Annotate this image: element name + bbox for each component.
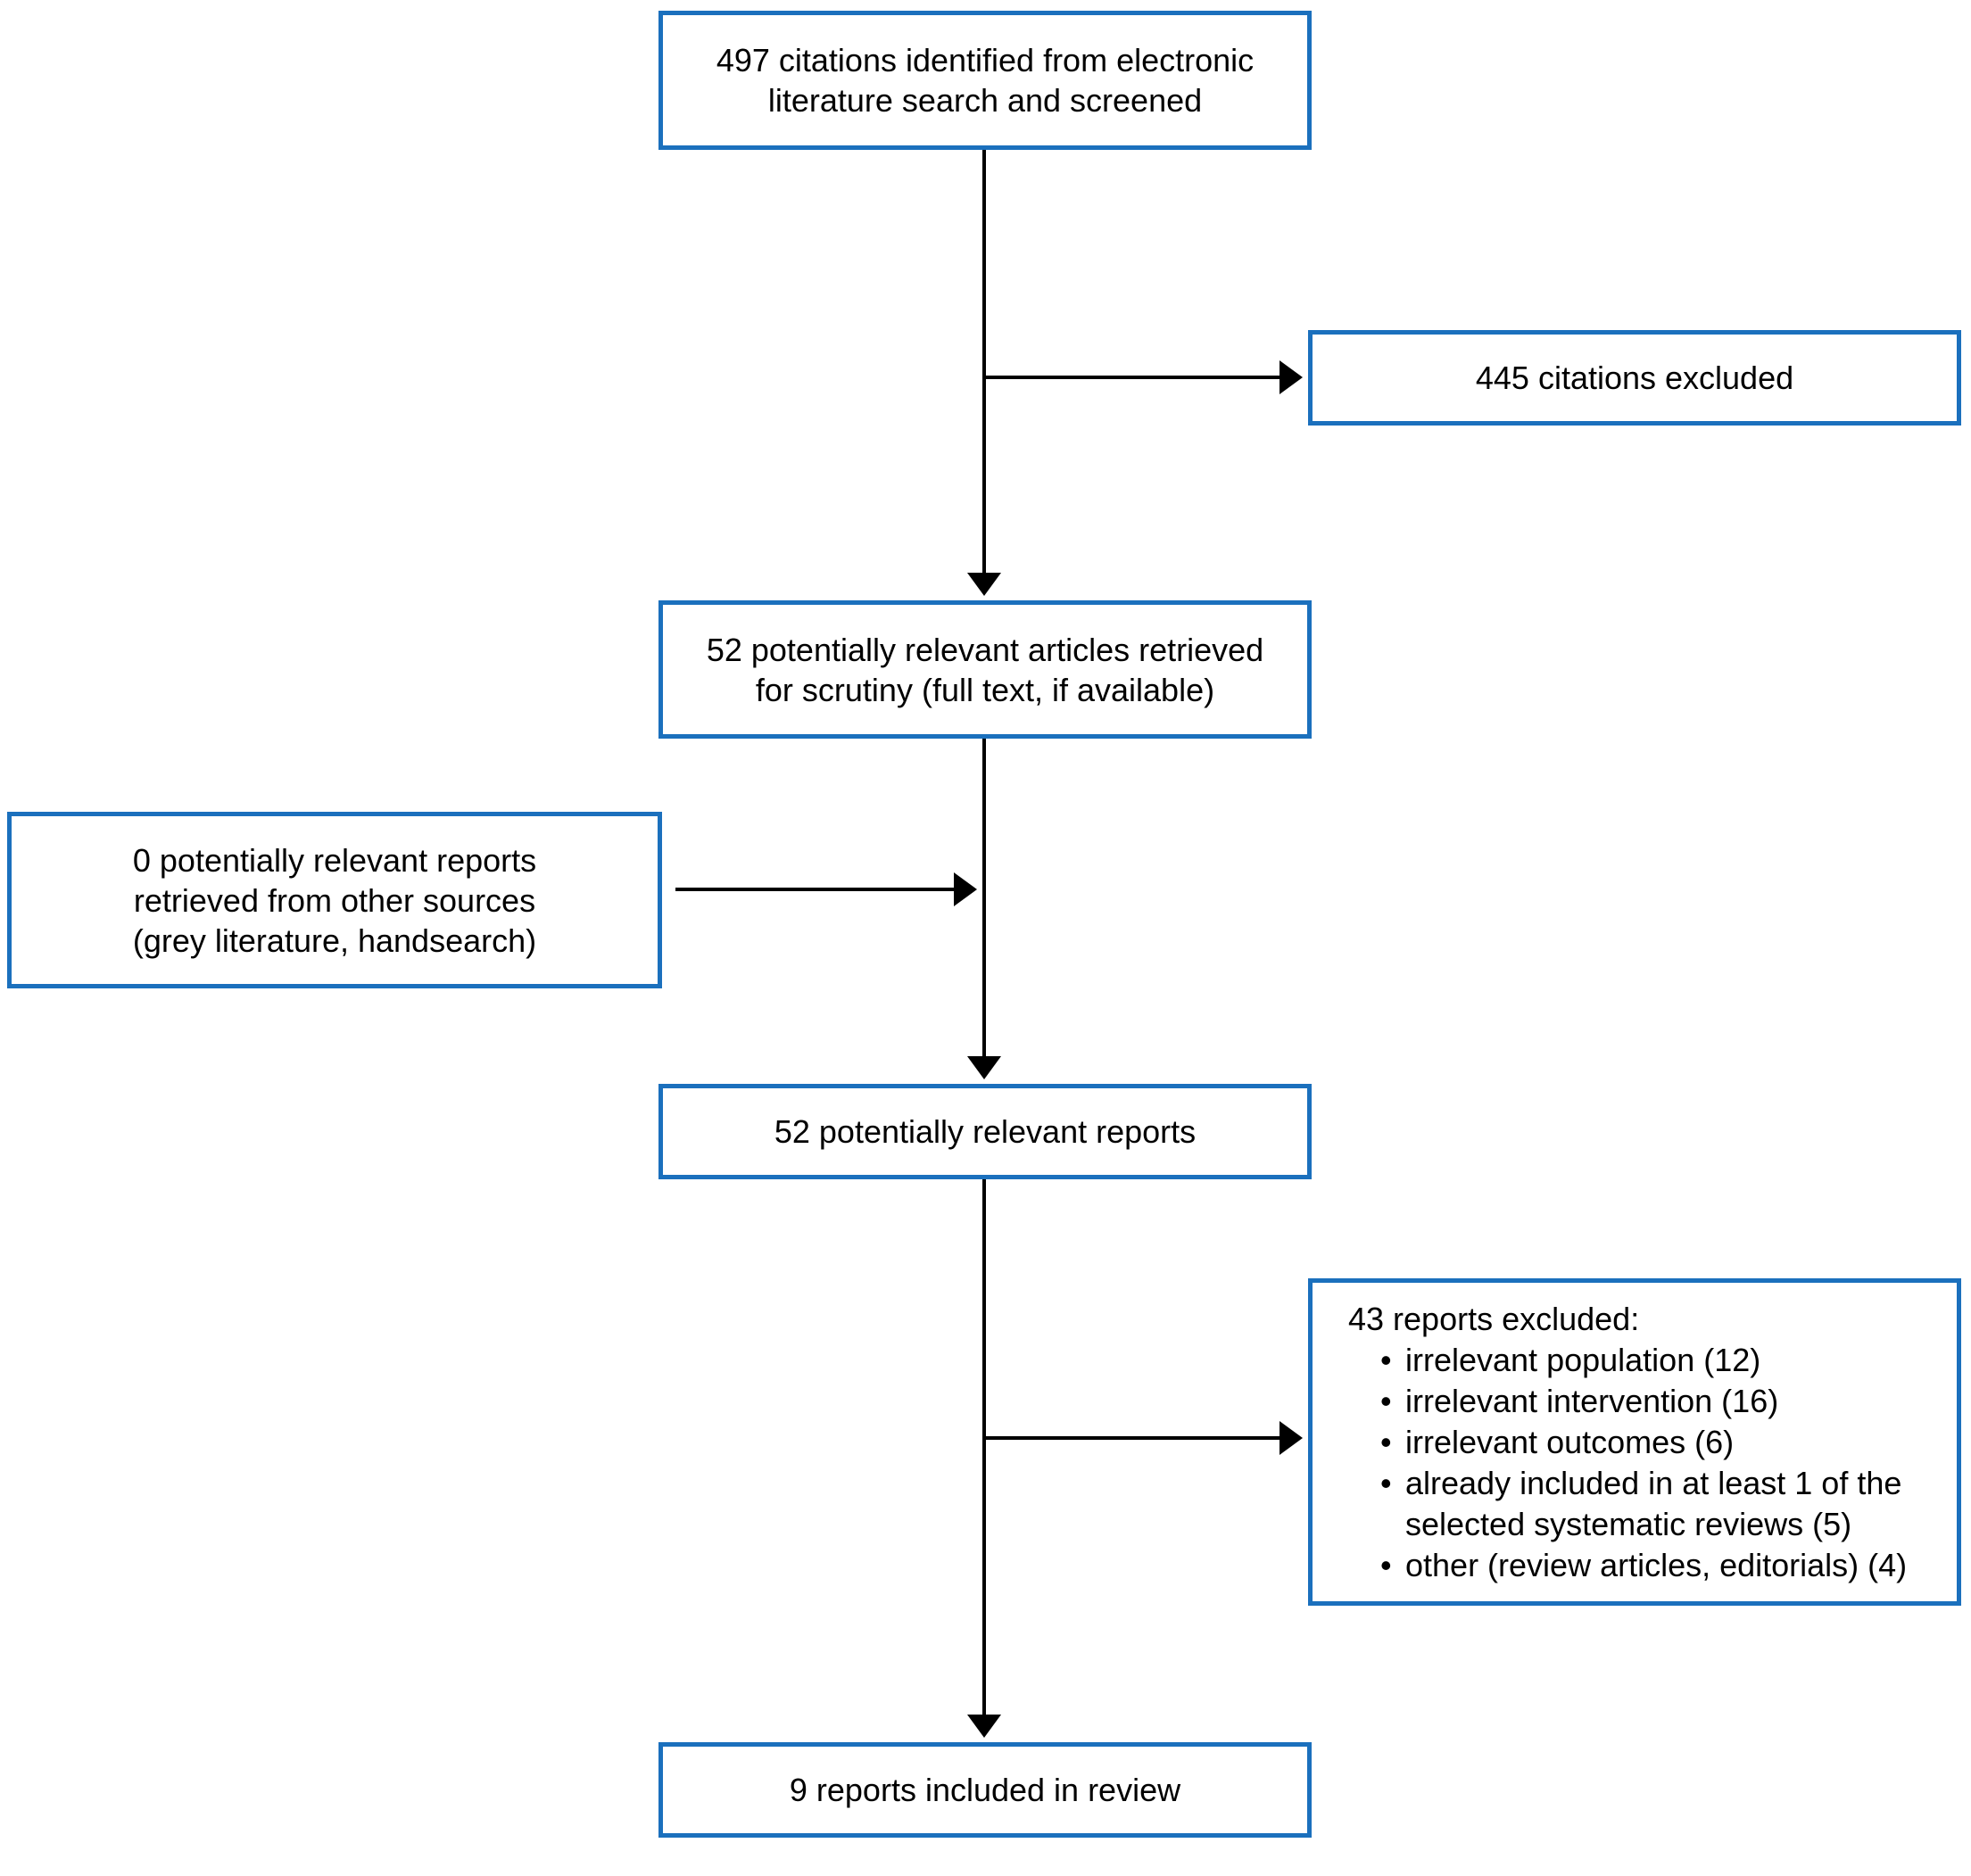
box-citations-screened-line1: 497 citations identified from electronic — [716, 42, 1255, 79]
arrow-to-citations-excluded-shaft — [982, 376, 1283, 379]
arrow-retrieved-to-reports-shaft — [982, 739, 986, 1060]
box-citations-excluded: 445 citations excluded — [1308, 330, 1961, 426]
box-relevant-reports: 52 potentially relevant reports — [658, 1084, 1312, 1179]
arrow-other-sources-shaft — [675, 888, 957, 891]
exclusion-reason-already-included: already included in at least 1 of the se… — [1379, 1463, 1941, 1545]
box-reports-excluded-heading: 43 reports excluded: — [1348, 1301, 1640, 1337]
box-other-sources-line1: 0 potentially relevant reports — [132, 841, 537, 879]
box-citations-excluded-text: 445 citations excluded — [1475, 359, 1794, 396]
box-other-sources: 0 potentially relevant reports retrieved… — [7, 812, 662, 988]
arrowhead-to-citations-excluded — [1279, 360, 1303, 394]
box-reports-excluded: 43 reports excluded: irrelevant populati… — [1308, 1278, 1961, 1606]
arrowhead-screened-to-retrieved — [967, 573, 1001, 596]
arrowhead-other-sources — [954, 872, 977, 906]
exclusion-reason-intervention: irrelevant intervention (16) — [1379, 1381, 1941, 1422]
box-reports-included-text: 9 reports included in review — [789, 1772, 1181, 1808]
box-articles-retrieved: 52 potentially relevant articles retriev… — [658, 600, 1312, 739]
box-citations-screened-line2: literature search and screened — [767, 82, 1203, 119]
arrow-screened-to-retrieved-shaft — [982, 150, 986, 576]
box-reports-included: 9 reports included in review — [658, 1742, 1312, 1838]
arrow-to-reports-excluded-shaft — [982, 1436, 1283, 1440]
arrowhead-to-reports-excluded — [1279, 1421, 1303, 1455]
exclusion-reason-other: other (review articles, editorials) (4) — [1379, 1545, 1941, 1586]
box-articles-retrieved-line2: for scrutiny (full text, if available) — [755, 671, 1215, 708]
exclusion-reason-population: irrelevant population (12) — [1379, 1340, 1941, 1381]
arrowhead-reports-to-included — [967, 1715, 1001, 1738]
arrowhead-retrieved-to-reports — [967, 1056, 1001, 1079]
box-relevant-reports-text: 52 potentially relevant reports — [774, 1113, 1197, 1150]
exclusion-reason-outcomes: irrelevant outcomes (6) — [1379, 1422, 1941, 1463]
box-articles-retrieved-line1: 52 potentially relevant articles retriev… — [706, 631, 1264, 668]
arrow-reports-to-included-shaft — [982, 1179, 986, 1718]
box-other-sources-line2: retrieved from other sources — [133, 881, 536, 919]
box-other-sources-line3: (grey literature, handsearch) — [132, 921, 537, 959]
box-citations-screened: 497 citations identified from electronic… — [658, 11, 1312, 150]
